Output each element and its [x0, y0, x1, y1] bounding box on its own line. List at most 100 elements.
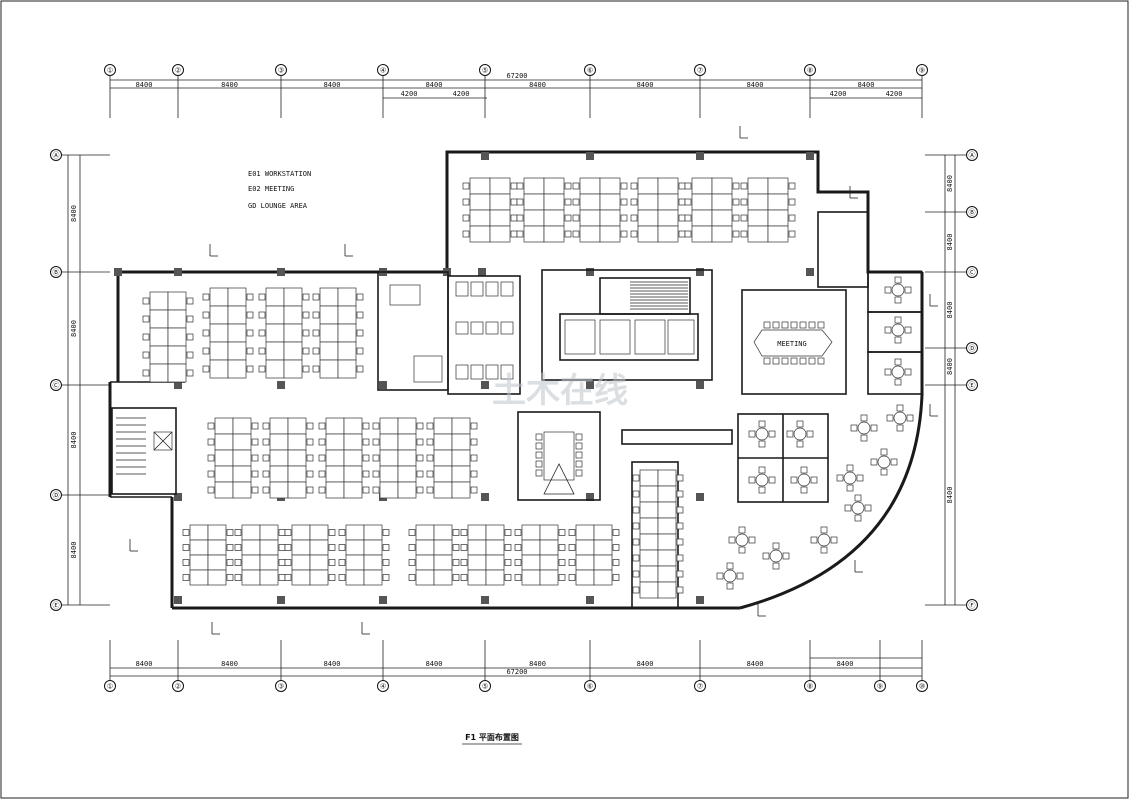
- workstation-cluster: [202, 287, 254, 379]
- lounge-chair: [748, 536, 756, 544]
- axis-label: ⑦: [697, 683, 703, 691]
- lounge-chair: [800, 486, 808, 494]
- chair: [328, 559, 336, 566]
- desk: [543, 225, 565, 243]
- lounge-table: [755, 427, 769, 441]
- lounge-chair: [854, 514, 862, 522]
- lounge-chair: [850, 424, 858, 432]
- axis-bubble: ⑨: [874, 680, 886, 692]
- workstation-cluster: [630, 177, 686, 243]
- axis-label: ⑥: [587, 67, 593, 75]
- column: [696, 493, 704, 501]
- chair: [251, 486, 259, 494]
- desk: [657, 549, 677, 567]
- column: [277, 381, 285, 389]
- chair: [372, 422, 380, 430]
- desk: [189, 554, 209, 571]
- chair: [630, 214, 638, 222]
- section-markers: [129, 126, 938, 635]
- axis-circle: [966, 206, 978, 218]
- chair: [262, 470, 270, 478]
- desk: [345, 524, 365, 541]
- desk: [451, 433, 471, 451]
- workstation-cluster: [182, 524, 234, 586]
- chair: [258, 347, 266, 355]
- chair: [426, 454, 434, 462]
- desk: [209, 341, 229, 361]
- axis-label: Ⓔ: [53, 602, 60, 610]
- lounge-table: [735, 533, 749, 547]
- column: [696, 152, 704, 160]
- column: [379, 381, 387, 389]
- workstation-cluster: [426, 417, 478, 499]
- desk: [489, 225, 511, 243]
- lounge-chair: [894, 276, 902, 284]
- legend-item-2: E02 MEETING: [248, 185, 294, 193]
- desk: [767, 225, 789, 243]
- chair: [258, 329, 266, 337]
- chair: [676, 554, 684, 562]
- chair: [460, 559, 468, 566]
- desk: [691, 225, 713, 243]
- desk: [637, 193, 659, 211]
- desk: [467, 554, 487, 571]
- axis-bubble: ④: [377, 64, 389, 76]
- desk: [379, 433, 399, 451]
- chair: [416, 486, 424, 494]
- desk: [363, 524, 383, 541]
- workstation-cluster: [142, 291, 194, 383]
- desk: [227, 341, 247, 361]
- chair: [182, 559, 190, 566]
- desk: [227, 323, 247, 343]
- axis-bubble: ⑤: [479, 64, 491, 76]
- lounge-chair: [810, 536, 818, 544]
- desk: [397, 481, 417, 499]
- desk: [639, 485, 659, 503]
- axis-bubble: ⑨: [916, 64, 928, 76]
- chair: [284, 559, 292, 566]
- axis-bubble: ⑥: [584, 680, 596, 692]
- chair: [251, 422, 259, 430]
- lounge-table-set: [790, 466, 818, 494]
- chair: [258, 293, 266, 301]
- chair: [207, 438, 215, 446]
- desk: [657, 209, 679, 227]
- desk: [747, 225, 769, 243]
- axis-bubble: Ⓐ: [50, 149, 62, 161]
- chair: [620, 230, 628, 238]
- column: [696, 381, 704, 389]
- desk: [343, 449, 363, 467]
- chair: [504, 559, 512, 566]
- chair: [799, 321, 807, 329]
- desk: [397, 417, 417, 435]
- desk: [265, 359, 285, 379]
- axis-label: ⑦: [697, 67, 703, 75]
- column: [696, 268, 704, 276]
- desk: [283, 305, 303, 325]
- top-dim-text-2: 4200: [453, 90, 470, 98]
- lounge-chair: [810, 476, 818, 484]
- chair: [632, 474, 640, 482]
- lounge-table-set: [884, 276, 912, 304]
- chair: [312, 311, 320, 319]
- desk: [337, 323, 357, 343]
- desk: [259, 569, 279, 586]
- chair: [312, 365, 320, 373]
- desk: [189, 539, 209, 556]
- desk: [711, 193, 733, 211]
- axis-circle: [584, 680, 596, 692]
- axis-label: Ⓓ: [53, 492, 60, 500]
- chair: [630, 230, 638, 238]
- axis-circle: [50, 599, 62, 611]
- lounge-chair: [758, 466, 766, 474]
- chair: [516, 198, 524, 206]
- chair: [362, 438, 370, 446]
- chair: [338, 544, 346, 551]
- chair: [246, 329, 254, 337]
- desk: [283, 287, 303, 307]
- desk: [433, 569, 453, 586]
- desk: [167, 327, 187, 347]
- lounge-chair: [870, 458, 878, 466]
- lounge-chair: [884, 286, 892, 294]
